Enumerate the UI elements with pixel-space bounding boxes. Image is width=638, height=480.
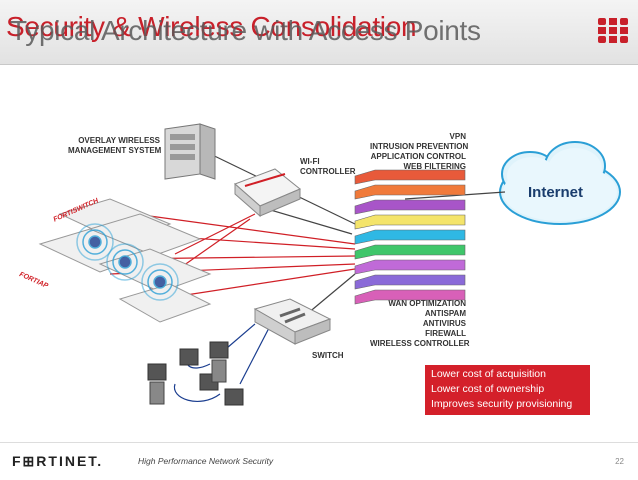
wifi-controller-label: WI-FI CONTROLLER bbox=[300, 157, 356, 176]
internet-cloud-icon bbox=[499, 141, 621, 225]
network-diagram: OVERLAY WIRELESS MANAGEMENT SYSTEM WI-FI… bbox=[0, 64, 638, 440]
stack-layer bbox=[354, 259, 466, 275]
wifi-signal-icon bbox=[76, 223, 114, 261]
wifi-signal-icon bbox=[112, 249, 138, 275]
security-top-label: VPN INTRUSION PREVENTION APPLICATION CON… bbox=[370, 132, 469, 171]
internet-label: Internet bbox=[528, 184, 584, 201]
benefit-item: Improves security provisioning bbox=[431, 398, 573, 410]
stack-layer bbox=[354, 169, 466, 185]
switch-label: SWITCH bbox=[312, 351, 344, 360]
stack-layer bbox=[354, 244, 466, 260]
stack-layer bbox=[354, 214, 466, 230]
stack-layer bbox=[354, 184, 466, 200]
security-stack-icon bbox=[354, 169, 466, 305]
diagram-graphics bbox=[38, 123, 621, 406]
wifi-signal-icon bbox=[106, 243, 144, 281]
footer-brand: F⊞RTINET. bbox=[12, 453, 104, 469]
title-overlay: Typical Architecture with Access Points bbox=[10, 15, 481, 46]
footer-tagline: High Performance Network Security bbox=[138, 456, 274, 466]
security-bottom-label: WAN OPTIMIZATION ANTISPAM ANTIVIRUS FIRE… bbox=[370, 299, 470, 348]
title-main: Security & Wireless Consolidation bbox=[6, 11, 417, 42]
wifi-signal-icon bbox=[82, 229, 108, 255]
page-number: 22 bbox=[615, 457, 624, 466]
stack-layer bbox=[354, 229, 466, 245]
wifi-signal-icon bbox=[147, 269, 173, 295]
stack-layer bbox=[354, 289, 466, 305]
slide-footer: F⊞RTINET. High Performance Network Secur… bbox=[0, 442, 638, 480]
benefits-callout: Lower cost of acquisition Lower cost of … bbox=[425, 365, 590, 415]
benefit-item: Lower cost of acquisition bbox=[431, 368, 546, 380]
wifi-controller-icon bbox=[234, 168, 301, 218]
fortiap-wifi-icons bbox=[76, 223, 179, 301]
overlay-wireless-label: OVERLAY WIRELESS MANAGEMENT SYSTEM bbox=[68, 136, 162, 155]
management-server-icon bbox=[164, 123, 216, 180]
wifi-signal-icon bbox=[153, 275, 167, 289]
stack-layer bbox=[354, 274, 466, 290]
wifi-signal-icon bbox=[141, 263, 179, 301]
workstation-icons bbox=[147, 341, 244, 406]
stack-layer bbox=[354, 199, 466, 215]
wireless-controller-label: WIRELESS CONTROLLER bbox=[370, 339, 470, 348]
wifi-signal-icon bbox=[88, 235, 102, 249]
benefit-item: Lower cost of ownership bbox=[431, 383, 545, 395]
fortinet-logo-icon bbox=[598, 18, 628, 43]
switch-icon bbox=[253, 298, 332, 345]
wifi-signal-icon bbox=[118, 255, 132, 269]
slide-header: Security & Wireless Consolidation Typica… bbox=[0, 0, 638, 65]
